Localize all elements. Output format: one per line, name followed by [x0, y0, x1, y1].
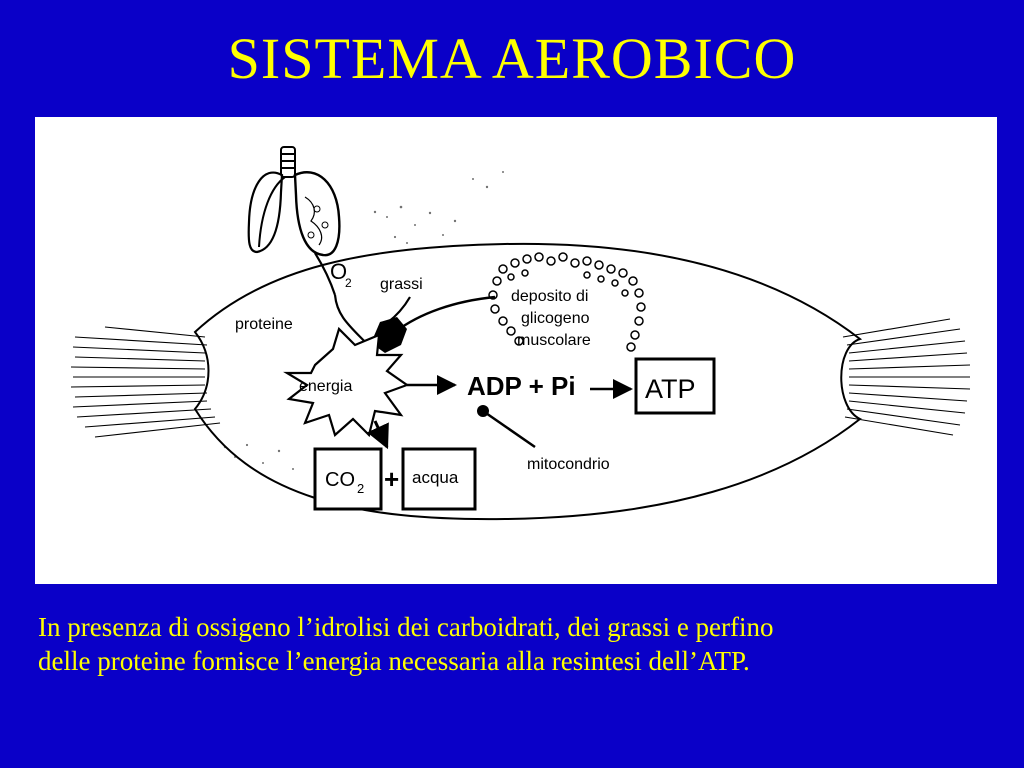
adp-pi-label: ADP + Pi	[467, 371, 576, 401]
energy-to-products-arrow	[367, 420, 389, 450]
aerobic-system-diagram: O 2 grassi proteine deposito di glicogen…	[35, 117, 997, 584]
glycogen-path	[394, 295, 496, 333]
co2-box	[313, 447, 383, 511]
muscle-fiber-icon	[70, 242, 971, 521]
mitochondrion-pointer	[482, 409, 536, 449]
lungs-icon	[247, 146, 341, 296]
energy-label: energia	[299, 378, 352, 395]
caption: In presenza di ossigeno l’idrolisi dei c…	[38, 610, 998, 678]
water-label: acqua	[412, 468, 459, 487]
caption-line-1: In presenza di ossigeno l’idrolisi dei c…	[38, 612, 774, 642]
atp-box	[634, 357, 716, 415]
caption-line-2: delle proteine fornisce l’energia necess…	[38, 646, 750, 676]
atp-label: ATP	[645, 374, 696, 404]
fats-label: grassi	[380, 276, 423, 293]
proteins-label: proteine	[235, 316, 293, 333]
convergence-spot	[371, 317, 407, 353]
co2-subscript: 2	[357, 481, 364, 496]
co2-label: CO	[325, 469, 355, 491]
oxygen-subscript: 2	[345, 276, 352, 290]
slide-title: SISTEMA AEROBICO	[227, 26, 797, 91]
glycogen-label-line2: glicogeno	[521, 310, 590, 327]
water-box	[401, 447, 477, 511]
diagram-svg: O 2 grassi proteine deposito di glicogen…	[70, 146, 971, 521]
energy-burst-icon	[283, 326, 410, 438]
plus-sign: +	[384, 464, 399, 494]
glycogen-label-line1: deposito di	[511, 288, 588, 305]
oxygen-label: O	[330, 259, 347, 284]
glycogen-label-line3: muscolare	[517, 332, 591, 349]
mitochondrion-label: mitocondrio	[527, 456, 610, 473]
glycogen-granules-icon	[488, 252, 646, 352]
speckles	[223, 171, 504, 470]
